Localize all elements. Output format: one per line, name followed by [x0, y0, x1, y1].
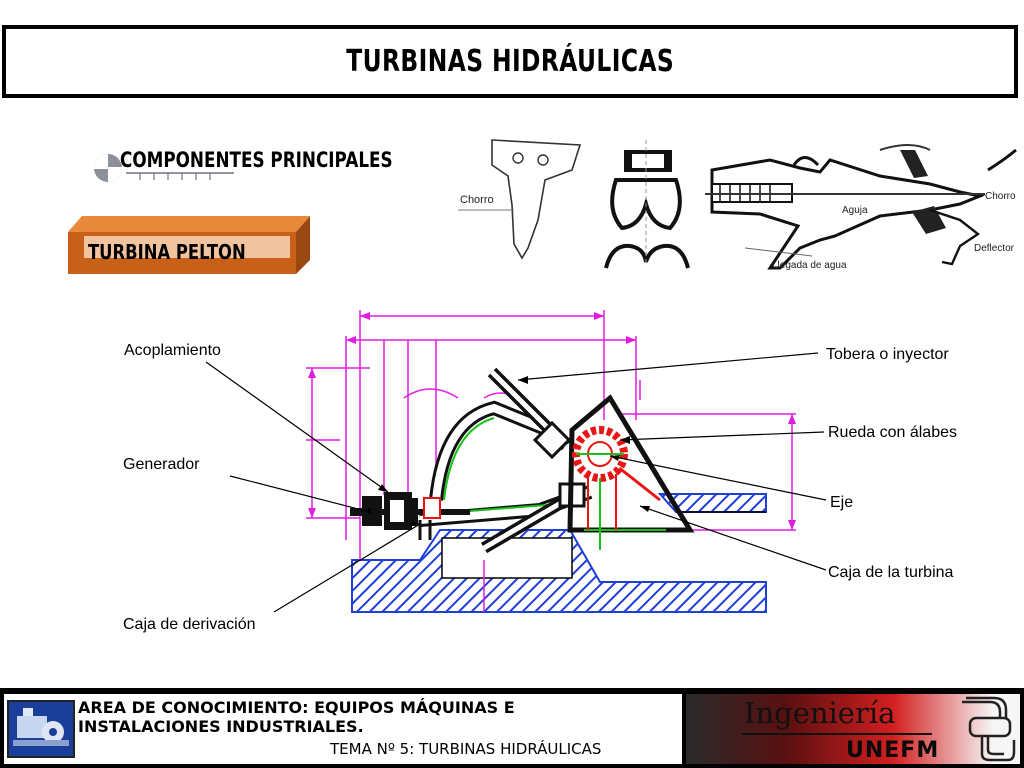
bullet-disc-icon — [94, 154, 122, 182]
pelton-components-figure: Chorro Aguja Chorro Deflector Llegada de… — [452, 128, 1022, 303]
label-acoplamiento: Acoplamiento — [124, 342, 221, 359]
brand-unefm: UNEFM — [846, 738, 940, 763]
deflector-label: Deflector — [974, 243, 1015, 254]
area-line2: INSTALACIONES INDUSTRIALES. — [78, 717, 364, 736]
machinery-thumbnail — [7, 700, 75, 758]
label-generador: Generador — [123, 456, 200, 473]
label-tobera: Tobera o inyector — [826, 346, 949, 363]
heading-underline — [126, 172, 234, 180]
pelton-installation-diagram — [306, 310, 796, 613]
label-rueda: Rueda con álabes — [828, 424, 957, 441]
machinery-icon — [13, 708, 69, 746]
section-heading: COMPONENTES PRINCIPALES — [120, 148, 393, 172]
label-eje: Eje — [830, 494, 854, 511]
brand-underline — [742, 733, 932, 735]
topic-label: TEMA Nº 5: TURBINAS HIDRÁULICAS — [330, 740, 602, 758]
chorro-left-label: Chorro — [460, 194, 494, 206]
footer-info-panel — [4, 694, 682, 764]
page-title: TURBINAS HIDRÁULICAS — [346, 44, 674, 79]
brand-ingenieria: Ingeniería — [744, 696, 896, 730]
label-caja-derivacion: Caja de derivación — [123, 616, 256, 633]
area-label: AREA DE CONOCIMIENTO: — [78, 698, 309, 717]
title-box: TURBINAS HIDRÁULICAS — [2, 25, 1018, 98]
unefm-logo-icon — [962, 696, 1016, 762]
aguja-label: Aguja — [842, 205, 868, 216]
brand-panel — [686, 694, 1020, 764]
llegada-label: Llegada de agua — [772, 260, 847, 271]
footer-area: AREA DE CONOCIMIENTO: EQUIPOS MÁQUINAS E — [78, 698, 515, 717]
area-value: EQUIPOS MÁQUINAS E — [314, 698, 515, 717]
turbina-pelton-badge — [68, 216, 310, 274]
label-caja-turbina: Caja de la turbina — [828, 564, 954, 581]
turbina-pelton-label: TURBINA PELTON — [88, 240, 246, 264]
chorro-right-label: Chorro — [985, 191, 1016, 202]
